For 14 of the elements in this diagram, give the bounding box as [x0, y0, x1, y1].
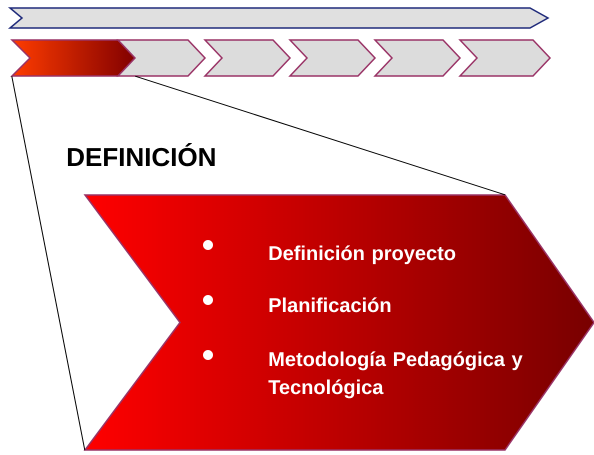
process-step — [458, 39, 552, 77]
process-step — [288, 39, 376, 77]
list-item: Metodología Pedagógica y Tecnológica — [203, 350, 523, 398]
heading: DEFINICIÓN — [68, 142, 215, 166]
process-step — [10, 39, 136, 77]
leader-line — [11, 76, 86, 451]
process-step — [116, 39, 206, 77]
process-step — [373, 39, 462, 77]
process-step — [203, 39, 292, 77]
phase-bar — [8, 7, 550, 29]
content-panel — [84, 194, 594, 451]
leader-line — [134, 76, 506, 196]
list-item: Planificación — [203, 295, 390, 312]
list-item: Definición proyecto — [203, 240, 456, 264]
